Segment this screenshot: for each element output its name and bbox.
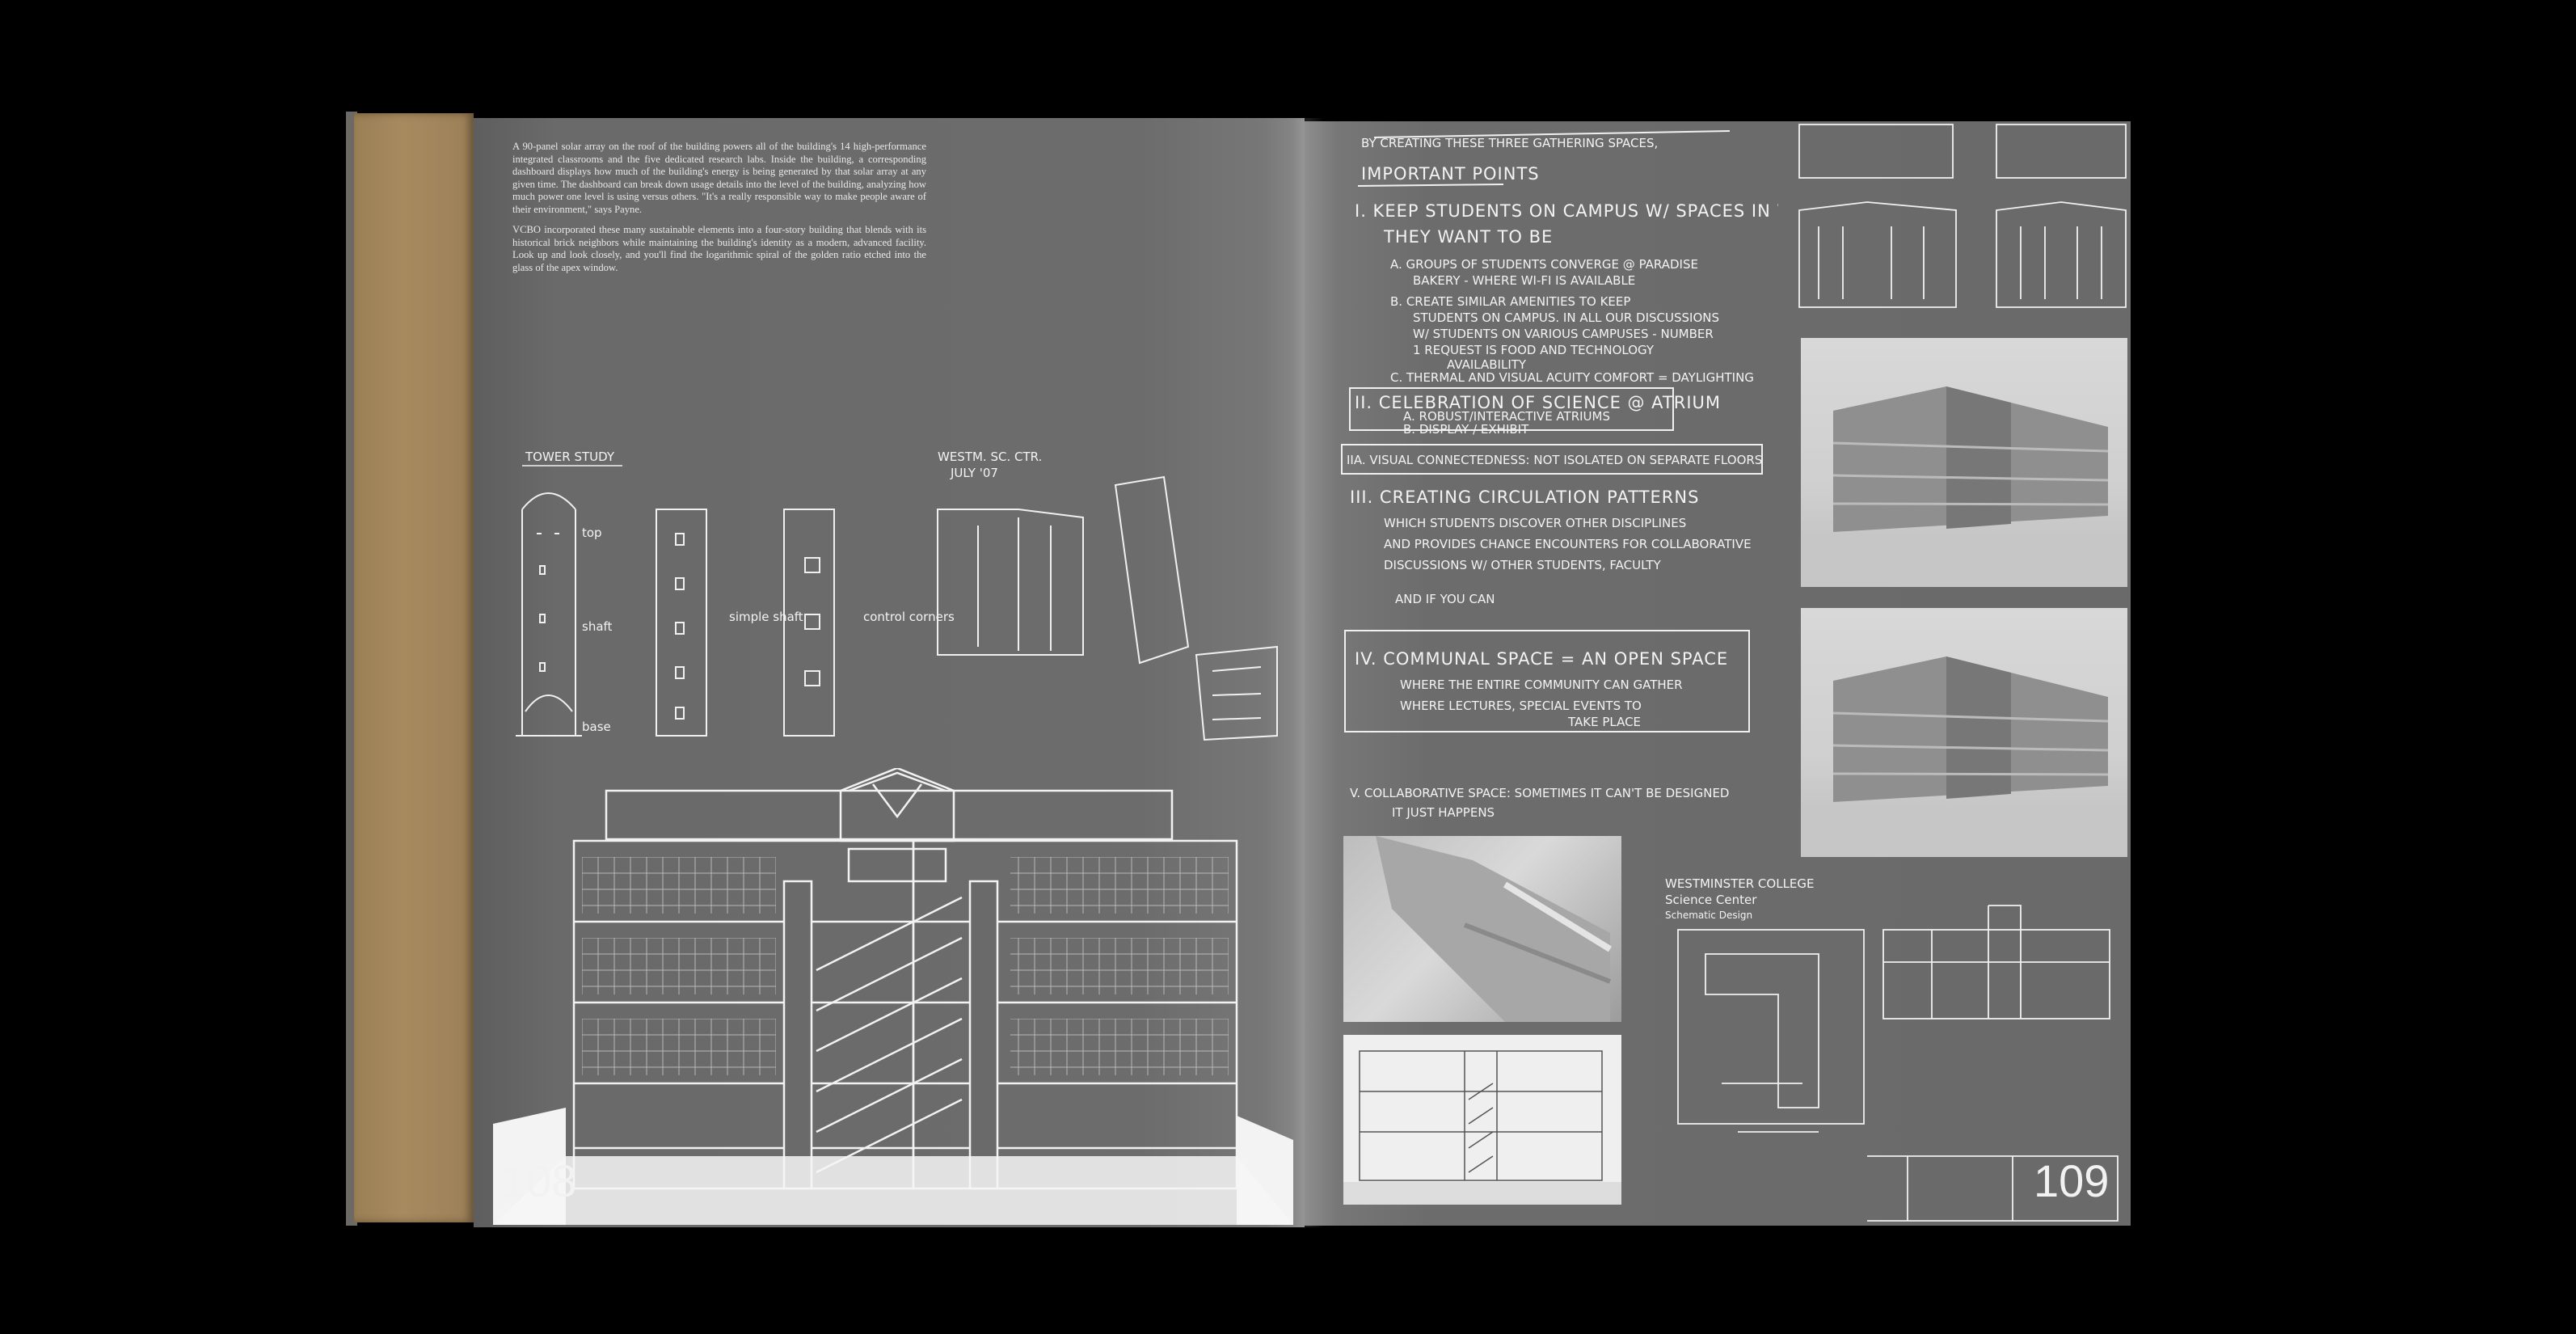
book-cover-board bbox=[354, 113, 474, 1222]
note-point-1b-4: 1 REQUEST IS FOOD AND TECHNOLOGY bbox=[1413, 343, 1655, 357]
left-page-body-text: A 90-panel solar array on the roof of th… bbox=[512, 141, 926, 282]
westm-sc-ctr-label: WESTM. SC. CTR. bbox=[938, 450, 1042, 464]
note-point-3b: WHICH STUDENTS DISCOVER OTHER DISCIPLINE… bbox=[1384, 516, 1686, 530]
note-point-2a: A. ROBUST/INTERACTIVE ATRIUMS bbox=[1403, 409, 1610, 424]
note-point-1b-b: B. CREATE SIMILAR AMENITIES TO KEEP bbox=[1390, 294, 1630, 309]
note-point-3e: AND IF YOU CAN bbox=[1395, 592, 1495, 606]
sketch-date-label: JULY '07 bbox=[950, 466, 998, 480]
note-point-2-iia: IIA. VISUAL CONNECTEDNESS: NOT ISOLATED … bbox=[1347, 453, 1762, 467]
schematic-label-college: WESTMINSTER COLLEGE bbox=[1665, 876, 1815, 891]
top-label: top bbox=[582, 526, 602, 540]
base-label: base bbox=[582, 720, 611, 734]
note-important-points: IMPORTANT POINTS bbox=[1361, 164, 1540, 184]
body-paragraph-1: A 90-panel solar array on the roof of th… bbox=[512, 141, 926, 215]
atrium-photo bbox=[1343, 836, 1621, 1022]
note-point-1a2: BAKERY - WHERE WI-FI IS AVAILABLE bbox=[1413, 273, 1635, 288]
tower-study-sketch: TOWER STUDY WESTM. SC. CTR. JULY '07 top… bbox=[516, 450, 1278, 741]
note-point-1b-2: STUDENTS ON CAMPUS. IN ALL OUR DISCUSSIO… bbox=[1413, 310, 1719, 325]
simple-shaft-label: simple shaft bbox=[729, 610, 803, 624]
page-number-left: 108 bbox=[501, 1155, 577, 1206]
note-point-3c: AND PROVIDES CHANCE ENCOUNTERS FOR COLLA… bbox=[1384, 537, 1752, 551]
note-point-1c: C. THERMAL AND VISUAL ACUITY COMFORT = D… bbox=[1390, 370, 1754, 385]
note-point-1b-3: W/ STUDENTS ON VARIOUS CAMPUSES - NUMBER bbox=[1413, 327, 1714, 341]
note-point-2: II. CELEBRATION OF SCIENCE @ ATRIUM bbox=[1355, 393, 1721, 412]
note-point-5b: IT JUST HAPPENS bbox=[1392, 805, 1495, 820]
shaft-label: shaft bbox=[582, 619, 613, 634]
note-point-4: IV. COMMUNAL SPACE = AN OPEN SPACE bbox=[1355, 649, 1728, 669]
note-point-4d: TAKE PLACE bbox=[1567, 715, 1641, 729]
note-point-4c: WHERE LECTURES, SPECIAL EVENTS TO bbox=[1400, 699, 1642, 713]
note-point-1a: A. GROUPS OF STUDENTS CONVERGE @ PARADIS… bbox=[1390, 257, 1698, 272]
control-corners-label: control corners bbox=[863, 610, 955, 624]
handwritten-notes: BY CREATING THESE THREE GATHERING SPACES… bbox=[1341, 130, 1778, 820]
section-photo bbox=[1343, 1035, 1621, 1205]
note-point-2b: B. DISPLAY / EXHIBIT bbox=[1403, 422, 1529, 437]
note-point-1b: THEY WANT TO BE bbox=[1383, 227, 1553, 247]
building-rendering-2 bbox=[1801, 608, 2127, 857]
building-section-drawing bbox=[493, 768, 1293, 1225]
schematic-design-sketch: WESTMINSTER COLLEGE Science Center Schem… bbox=[1665, 876, 2119, 1222]
schematic-label-design: Schematic Design bbox=[1665, 910, 1752, 921]
note-point-3d: DISCUSSIONS W/ OTHER STUDENTS, FACULTY bbox=[1384, 558, 1662, 572]
elevation-sketches bbox=[1798, 124, 2127, 308]
note-point-1: I. KEEP STUDENTS ON CAMPUS W/ SPACES IN … bbox=[1355, 201, 1778, 221]
note-point-1b-5: AVAILABILITY bbox=[1447, 357, 1527, 372]
tower-study-label: TOWER STUDY bbox=[525, 450, 615, 464]
note-point-3: III. CREATING CIRCULATION PATTERNS bbox=[1350, 488, 1699, 507]
note-point-4b: WHERE THE ENTIRE COMMUNITY CAN GATHER bbox=[1400, 678, 1683, 692]
building-rendering-1 bbox=[1801, 338, 2127, 587]
page-number-right: 109 bbox=[2034, 1155, 2110, 1206]
note-point-5: V. COLLABORATIVE SPACE: SOMETIMES IT CAN… bbox=[1350, 786, 1729, 800]
note-header: BY CREATING THESE THREE GATHERING SPACES… bbox=[1361, 136, 1658, 150]
body-paragraph-2: VCBO incorporated these many sustainable… bbox=[512, 224, 926, 273]
schematic-label-science: Science Center bbox=[1665, 893, 1757, 907]
